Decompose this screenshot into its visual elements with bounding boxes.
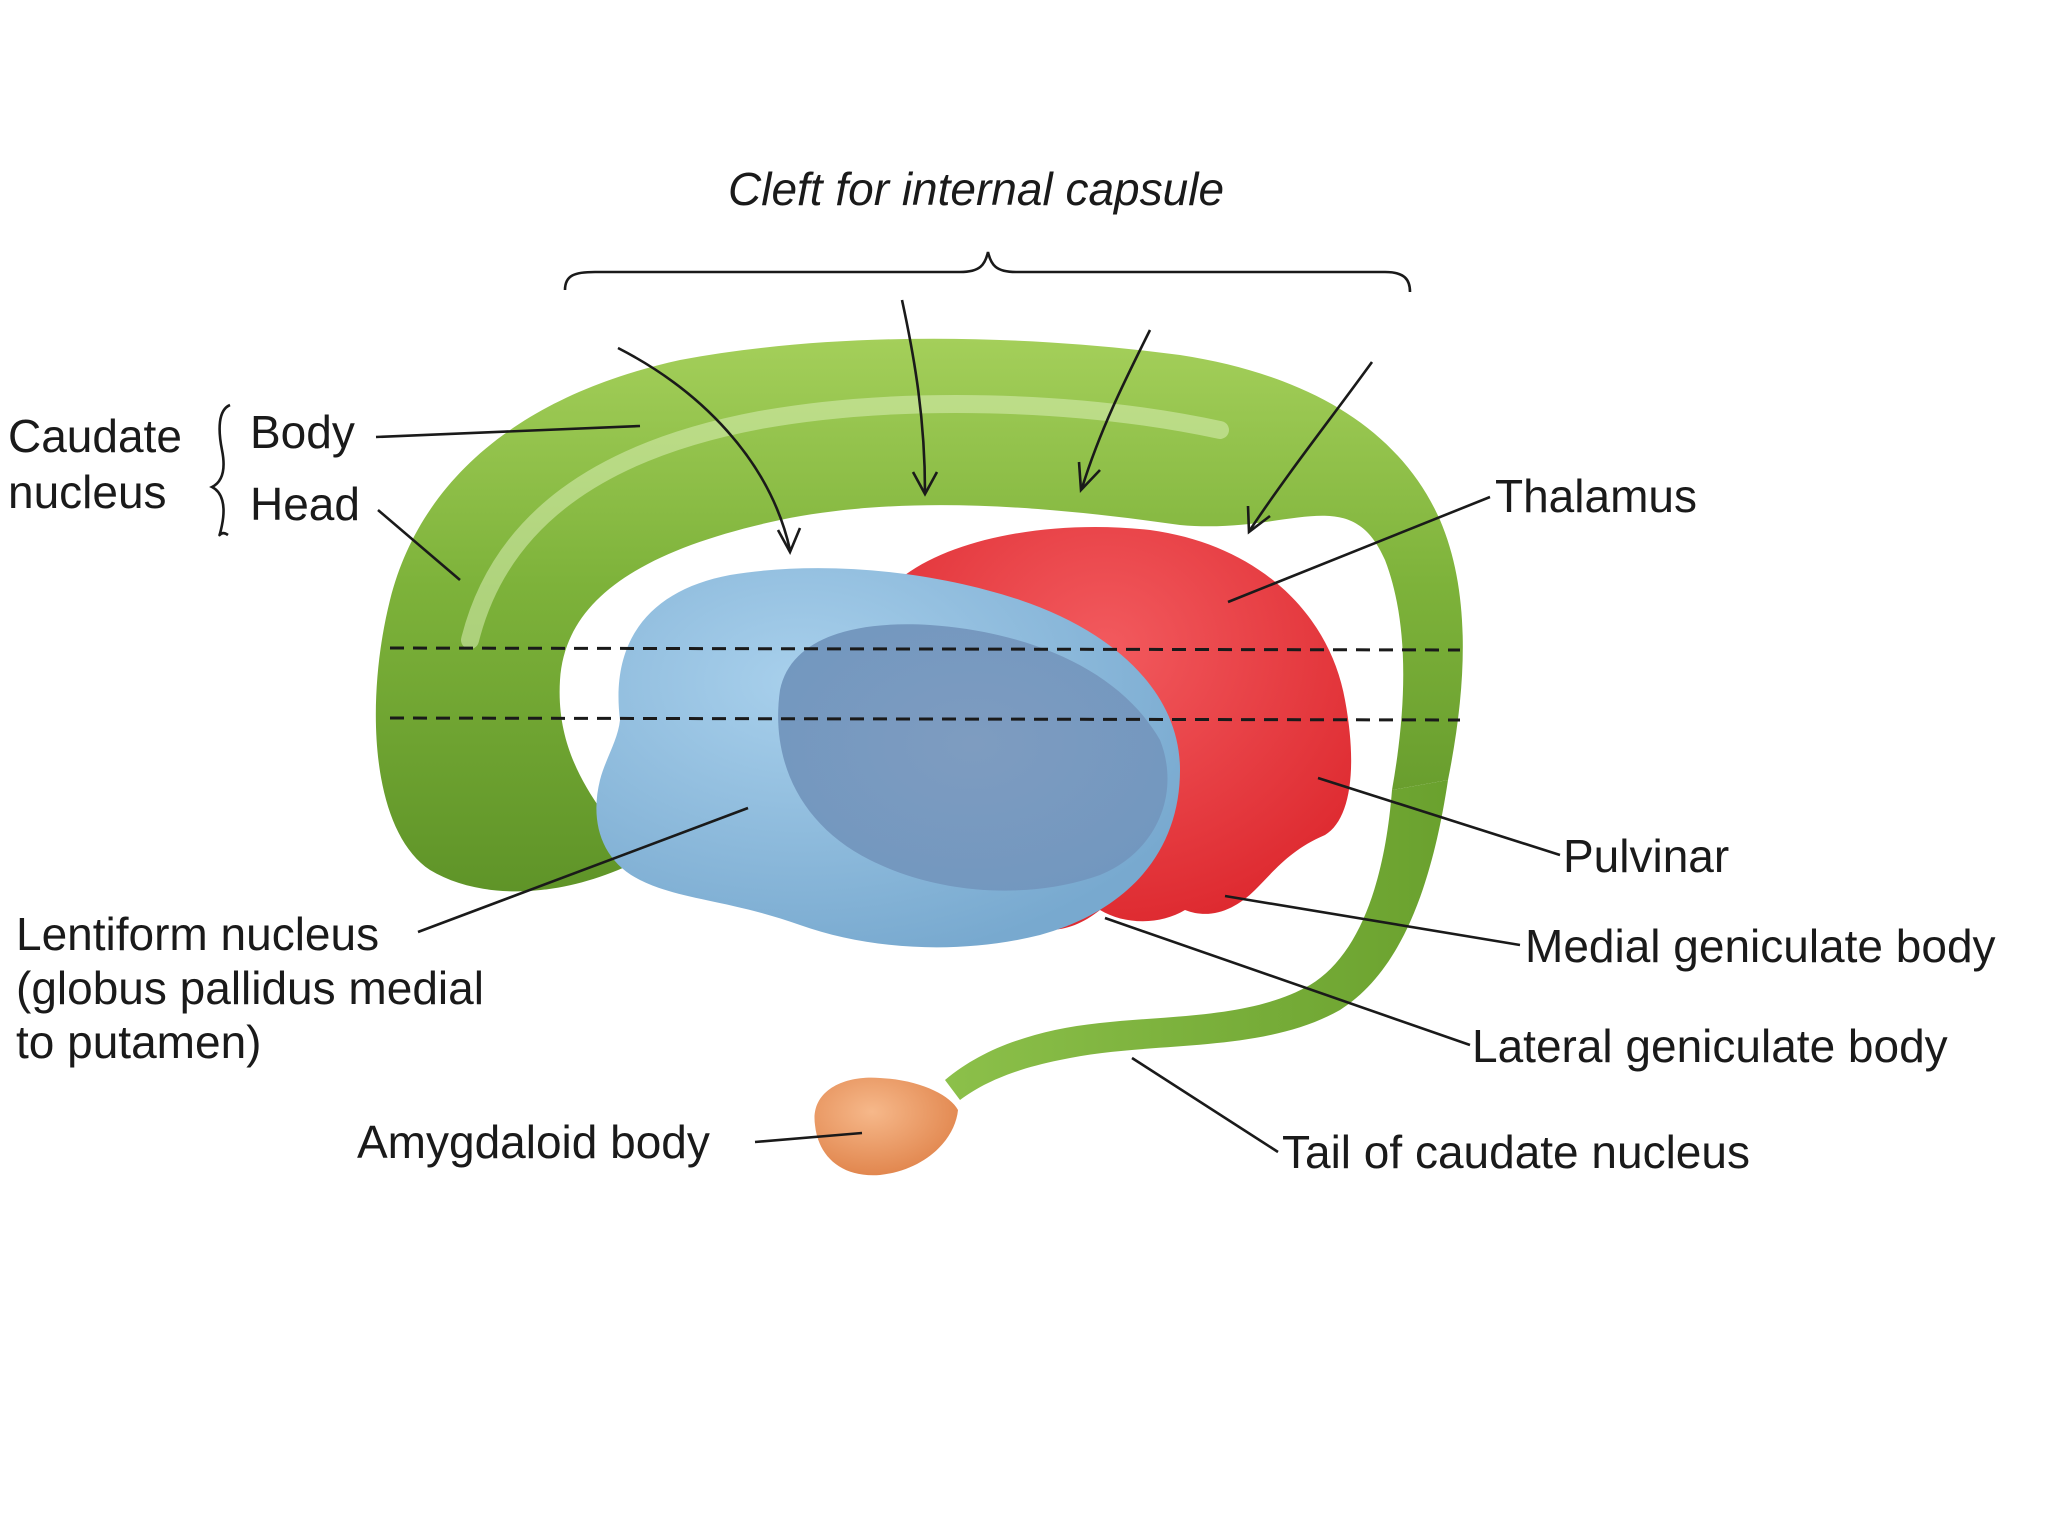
head-label: Head xyxy=(250,478,360,530)
caudate-highlight xyxy=(461,395,1229,649)
tail-label: Tail of caudate nucleus xyxy=(1282,1126,1750,1178)
cleft-arrows xyxy=(617,299,1374,556)
amygdaloid-leader xyxy=(754,1131,863,1144)
cleft-bracket xyxy=(563,251,1412,293)
pulvinar-leader xyxy=(1317,776,1561,857)
lentiform-label-line1: Lentiform nucleus xyxy=(16,908,379,960)
body-label: Body xyxy=(250,406,355,458)
caudate-brace xyxy=(209,403,231,537)
amygdaloid-body-shape xyxy=(814,1077,958,1176)
head-leader xyxy=(377,509,461,581)
thalamus-leader xyxy=(1227,495,1491,604)
pulvinar-label: Pulvinar xyxy=(1563,830,1729,882)
globus-pallidus-shape xyxy=(778,624,1168,891)
lentiform-label-line3: to putamen) xyxy=(16,1016,261,1068)
medial-geniculate-label: Medial geniculate body xyxy=(1525,920,1996,972)
caudate-tail-shape xyxy=(945,780,1448,1100)
body-leader xyxy=(375,424,641,439)
caudate-nucleus-shape xyxy=(375,338,1463,892)
lentiform-leader xyxy=(417,806,749,934)
lentiform-label-line2: (globus pallidus medial xyxy=(16,962,484,1014)
thalamus-label: Thalamus xyxy=(1495,470,1697,522)
caudate-label-line1: Caudate xyxy=(8,410,182,462)
medial-geniculate-leader xyxy=(1224,894,1521,947)
amygdaloid-label: Amygdaloid body xyxy=(357,1116,710,1168)
section-line-lower xyxy=(389,716,1461,722)
lateral-geniculate-leader xyxy=(1104,916,1471,1047)
caudate-label-line2: nucleus xyxy=(8,466,167,518)
section-line-upper xyxy=(389,646,1461,652)
cleft-label: Cleft for internal capsule xyxy=(728,163,1224,215)
lateral-geniculate-label: Lateral geniculate body xyxy=(1472,1020,1948,1072)
tail-leader xyxy=(1131,1056,1279,1154)
